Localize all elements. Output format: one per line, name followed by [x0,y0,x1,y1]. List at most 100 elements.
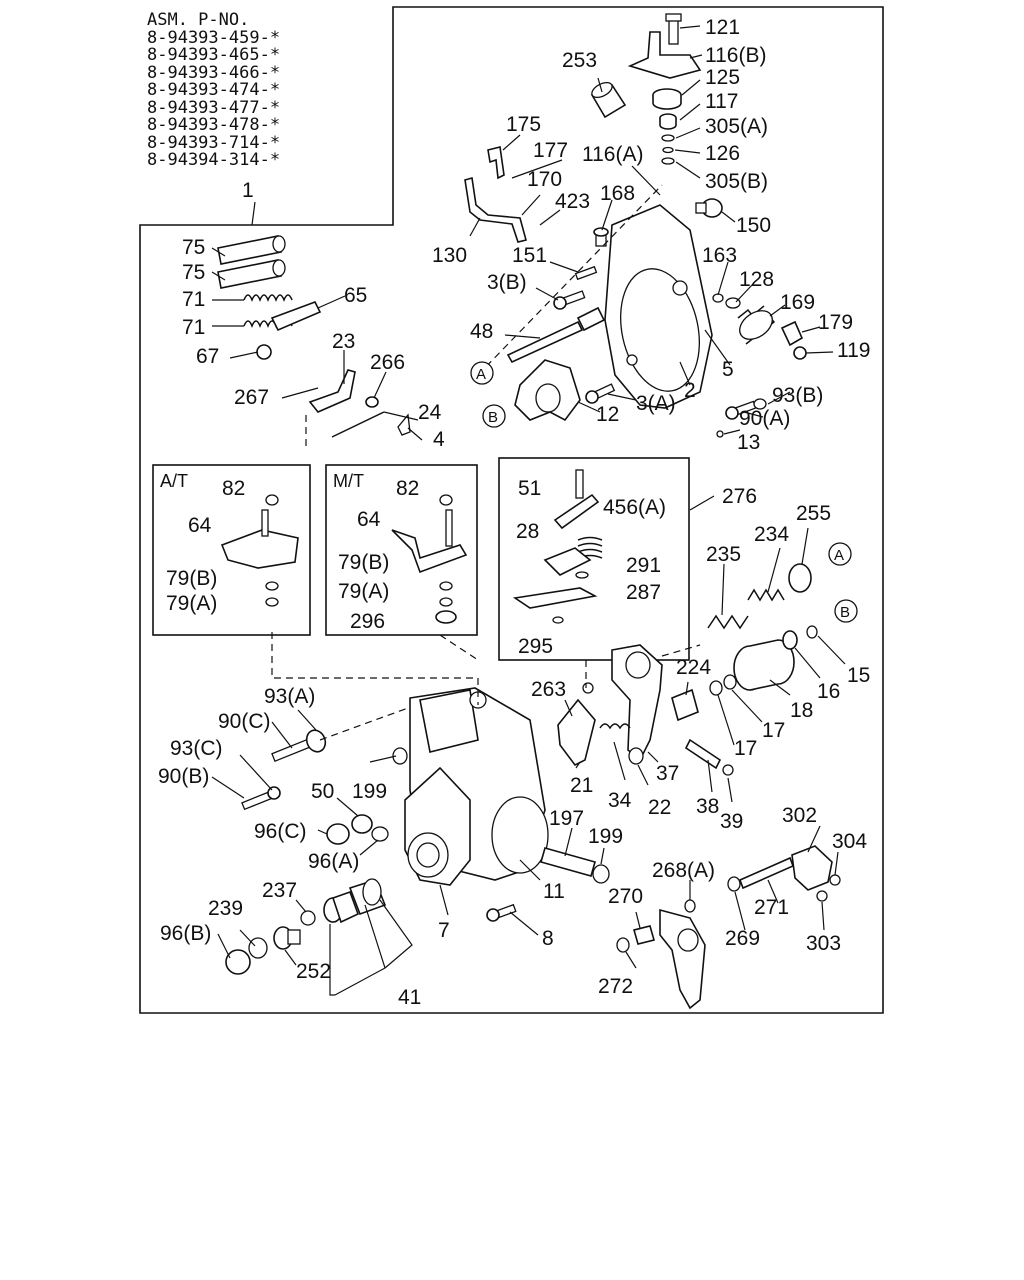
sub-276-spring-456a [577,536,603,559]
sleeve-253 [590,81,627,119]
sleeve-270 [633,925,655,945]
spring-71-upper [243,294,293,303]
sub-276-label-291: 291 [626,554,661,577]
part-label: 34 [608,789,632,812]
part-label: 65 [344,284,367,307]
ring-239 [248,937,268,959]
assembly-part-number: 8-94393-714-* [147,132,281,153]
part-label: 13 [737,431,760,454]
sub-276-label-51: 51 [518,477,541,500]
mt-washer-79b [439,581,453,591]
part-label: 125 [705,66,740,89]
at-box-title: A/T [160,471,188,491]
collar-117 [659,113,677,130]
part-label: 71 [182,288,205,311]
mt-label-79a: 79(A) [338,580,389,603]
part-label: 267 [234,386,269,409]
spring-169 [737,305,776,345]
ring-17-left [709,680,723,696]
plate-65 [270,300,322,332]
part-label: 3(B) [487,271,527,294]
part-label: 38 [696,795,719,818]
nut-303 [816,890,828,902]
mt-label-64: 64 [357,508,381,531]
sub-276-label-28: 28 [516,520,539,543]
svg-text:A: A [834,547,844,564]
part-label: 116(B) [705,44,766,67]
part-label: 93(A) [264,685,315,708]
lever-21 [557,698,596,767]
part-label: 71 [182,316,205,339]
part-label: 130 [432,244,467,267]
bolt-151 [574,265,598,281]
nut-39 [722,764,734,776]
part-label: 96(C) [254,820,307,843]
bolt-8 [486,903,517,922]
at-label-79b: 79(B) [166,567,217,590]
cap-18 [733,639,795,691]
assembly-part-number: 8-94393-478-* [147,115,281,135]
bolt-168 [593,227,609,247]
part-label: 197 [549,807,584,830]
clip-4 [397,413,411,436]
part-label: 253 [562,49,597,72]
part-label: 169 [780,291,815,314]
part-label: 21 [570,774,593,797]
at-washer-79a [265,597,279,607]
part-label: 41 [398,986,421,1009]
housing-2 [604,204,713,409]
part-label: 39 [720,810,743,833]
body-7 [404,766,471,886]
part-label: 12 [596,403,619,426]
callout-a-upper: A [470,361,494,385]
part-label: 269 [725,927,760,950]
washer-163 [712,293,724,303]
part-label: 252 [296,960,331,983]
part-label: 75 [182,236,205,259]
part-label: 199 [588,825,623,848]
part-label: 4 [433,428,445,451]
spring-235 [707,614,749,630]
bolt-269 [727,876,741,892]
pin-13 [716,430,724,438]
part-label: 23 [332,330,355,353]
link-12 [514,359,581,422]
mt-bushing-296 [435,610,457,624]
bolt-268a [684,899,696,913]
part-label: 170 [527,168,562,191]
part-label: 126 [705,142,740,165]
washer-128 [725,297,741,309]
spring-34 [599,723,631,730]
cap-255 [788,563,812,593]
sleeve-41 [323,878,387,924]
part-label: 151 [512,244,547,267]
main-frame [139,6,884,1014]
shaft-48 [506,306,606,364]
assembly-part-number: 8-94393-477-* [147,97,281,118]
part-label: 37 [656,762,679,785]
mt-label-79b: 79(B) [338,551,389,574]
part-label: 119 [837,339,870,362]
part-label: 263 [531,678,566,701]
at-label-64: 64 [188,514,212,537]
part-label: 302 [782,804,817,827]
part-label: 276 [722,485,757,508]
part-label: 271 [754,896,789,919]
part-label: 93(B) [772,384,823,407]
part-label: 96(B) [160,922,211,945]
part-label: 18 [790,699,813,722]
mt-box [325,464,478,636]
part-label: 199 [352,780,387,803]
callout-b-upper: B [482,404,506,428]
lever-37 [611,644,663,762]
part-label: 305(A) [705,115,768,138]
part-label: 237 [262,879,297,902]
nut-119 [793,346,807,360]
bolt-272 [616,937,630,953]
part-label: 116(A) [582,143,643,166]
part-label: 266 [370,351,405,374]
part-label: 8 [542,927,554,950]
pin-263 [582,682,594,694]
nut-266 [365,396,379,408]
